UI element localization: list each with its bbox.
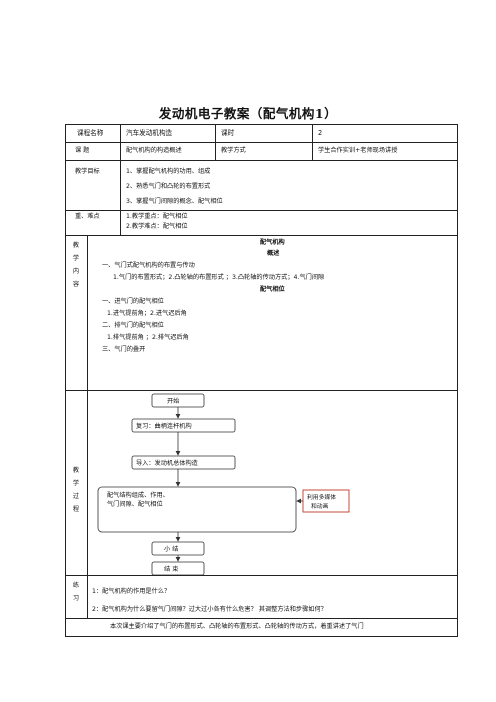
- content-line: 一、进气门的配气相位: [102, 298, 164, 305]
- flow-summary-text: 小 结: [164, 545, 178, 553]
- content-line: 1.排气提前角 ；2.排气迟后角: [107, 334, 189, 341]
- flow-main-text: 配气结构组成、作用、: [107, 491, 169, 499]
- topic-value: 配气机构的构造概述: [126, 147, 182, 154]
- content-label: 教 学 内 容: [72, 242, 80, 288]
- flow-review-box: [131, 418, 236, 433]
- process-label: 教 学 过 程: [72, 467, 80, 513]
- course-name-label: 课程名称: [77, 129, 104, 137]
- practice-question: 2：配气机构为什么要留气门间隙？过大过小各有什么危害？ 其调整方法和步骤如何？: [92, 606, 327, 613]
- flow-note-text: 和动画: [311, 502, 329, 510]
- goal-item: 2、熟悉气门和凸轮的布置形式: [126, 183, 211, 190]
- content-heading-2: 配气相位: [260, 286, 285, 293]
- content-line: 1.进气提前角；2.进气迟后角: [107, 310, 187, 317]
- page-title: 发动机电子教案（配气机构1）: [158, 106, 338, 121]
- content-line: 二、排气门的配气相位: [102, 322, 164, 329]
- content-subheading: 概述: [267, 250, 280, 257]
- teaching-goals-label: 教学目标: [75, 168, 100, 175]
- class-hours-label: 课时: [221, 129, 235, 137]
- lesson-plan-table: 课程名称 汽车发动机构造 课时 2 课 题 配气机构的构造概述 教学方式 学生合…: [65, 124, 458, 637]
- course-name-value: 汽车发动机构造: [126, 129, 173, 137]
- flow-note-text: 利用多媒体: [307, 493, 336, 501]
- flow-end-box: [151, 561, 205, 575]
- summary-text: 本次课主要介绍了气门的布置形式、凸轮轴的布置形式、凸轮轴的传动方式，着重讲述了气…: [110, 623, 364, 630]
- flow-main-text: 气门间隙、配气相位: [107, 500, 163, 508]
- class-hours-value: 2: [318, 129, 323, 137]
- content-line: 1.气门的布置形式；2.凸轮轴的布置形式 ；3.凸轮轴的传动方式；4.气门间隙: [113, 274, 325, 281]
- flow-intro-box: [131, 455, 236, 470]
- teaching-method-value: 学生合作实训+老师现场讲授: [318, 147, 398, 154]
- key-point-item: 1.教学重点：配气相位: [126, 213, 188, 220]
- teaching-method-label: 教学方式: [221, 147, 246, 154]
- key-point-item: 2.教学难点：配气相位: [126, 223, 188, 230]
- practice-label: 练 习: [72, 582, 80, 602]
- flow-start-text: 开始: [167, 397, 179, 405]
- content-line: 三、气门的叠开: [102, 346, 146, 353]
- content-heading: 配气机构: [260, 239, 285, 246]
- goal-item: 1、掌握配气机构的功用、组成: [126, 168, 211, 175]
- practice-question: 1：配气机构的作用是什么？: [92, 588, 171, 595]
- topic-label: 课 题: [75, 147, 90, 154]
- key-points-label: 重、难点: [75, 213, 100, 220]
- flow-review-text: 复习：曲柄连杆机构: [136, 422, 192, 430]
- flow-main-box: [97, 486, 297, 533]
- content-line: 一、气门式配气机构的布置与传动: [102, 262, 195, 269]
- teaching-flowchart: 开始 复习：曲柄连杆机构 导入：发动机总体构造 配气结构组成、作用、 气门间隙、…: [97, 393, 350, 575]
- flow-intro-text: 导入：发动机总体构造: [136, 459, 198, 467]
- goal-item: 3、掌握气门间隙的概念、配气相位: [126, 198, 223, 205]
- flow-end-text: 结 束: [164, 565, 178, 573]
